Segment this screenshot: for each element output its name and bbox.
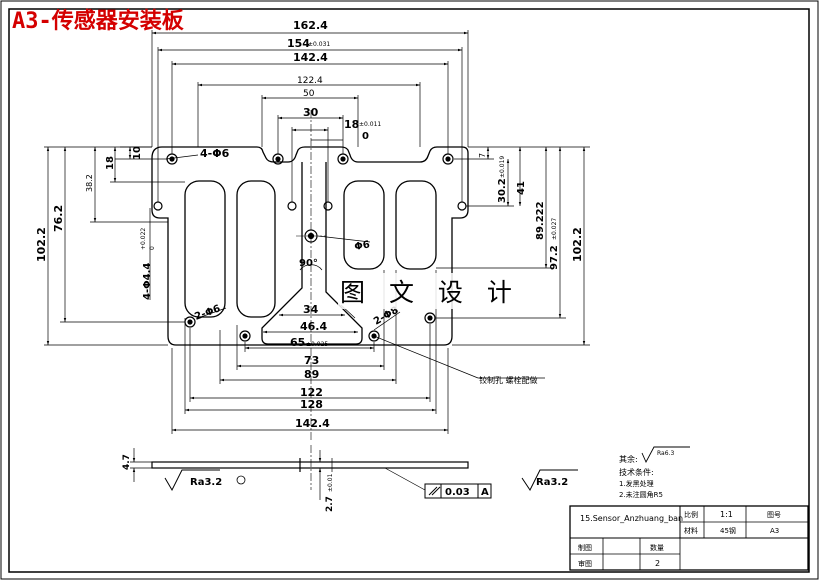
dim-10-left: 10: [132, 146, 143, 160]
dim-89: 89: [304, 368, 319, 381]
roughness-right: Ra3.2: [536, 477, 568, 488]
scale-value: 1:1: [720, 510, 733, 519]
dim-7-right: 7: [478, 153, 487, 158]
dim-angle-90: 90°: [299, 258, 318, 269]
plan-view: [151, 110, 469, 440]
dim-2-phi6: 2-Φ6: [193, 303, 222, 322]
title-block-text: 15.Sensor_Anzhuang_ban 比例 1:1 图号 材料 45钢 …: [578, 510, 781, 568]
watermark-text: 图 文 设 计: [338, 273, 522, 309]
dimension-texts: 162.4 154 ±0.031 142.4 122.4 50 30 18 ±0…: [35, 19, 584, 512]
drawing-no-label: 图号: [767, 511, 781, 519]
dim-89-222: 89.222: [535, 201, 546, 240]
dim-18: 18: [344, 118, 359, 131]
inner-border: [8, 8, 810, 573]
title-block: [569, 505, 809, 571]
dim-0: 0: [362, 131, 369, 142]
dim-102-2-right: 102.2: [571, 227, 584, 262]
side-plate: [151, 461, 469, 469]
dim-30-2-right: 30.2: [497, 178, 508, 203]
dim-38-2-left: 38.2: [85, 174, 94, 192]
qty-label: 数量: [650, 543, 664, 552]
slot-1: [184, 180, 226, 318]
dim-34: 34: [303, 303, 319, 316]
dim-65-tol: ±0.025: [306, 341, 328, 348]
technical-notes: 其余: Ra6.3 技术条件: 1.发黑处理 2.未注圆角R5: [619, 450, 674, 499]
dim-128: 128: [300, 398, 323, 411]
dim-hole-left-tol: +0.022: [140, 228, 147, 250]
dim-18-tol: ±0.011: [359, 121, 381, 128]
scale-label: 比例: [684, 510, 698, 519]
datum-label: A: [481, 487, 489, 498]
tech-title: 技术条件:: [619, 467, 654, 477]
dim-142-4-top: 142.4: [293, 51, 328, 64]
dim-41-right: 41: [516, 181, 527, 195]
dim-30: 30: [303, 106, 319, 119]
dim-hole-top: 4-Φ6: [200, 147, 230, 160]
center-cutout: [261, 162, 363, 345]
slot-4: [395, 180, 437, 270]
slot-2: [236, 180, 276, 318]
dim-162-4: 162.4: [293, 19, 328, 32]
dim-2-7-tol: ±0.01: [327, 473, 334, 492]
plate-outline: [151, 146, 469, 346]
size-value: A3: [770, 527, 779, 535]
dim-18-left: 18: [105, 156, 116, 170]
dim-65: 65: [290, 336, 305, 349]
dim-102-2-left: 102.2: [35, 227, 48, 262]
dim-4-7: 4.7: [122, 454, 132, 470]
dim-2-7: 2.7: [325, 496, 335, 512]
rest-roughness-symbol: [641, 446, 690, 464]
dim-center-phi6: Φ6: [354, 239, 371, 253]
material-label: 材料: [684, 526, 698, 535]
parallel-tolerance: 0.03: [445, 487, 470, 498]
dim-hole-left-tol2: 0: [149, 246, 156, 250]
drawing-title: A3-传感器安装板: [12, 9, 184, 34]
dim-46-4: 46.4: [300, 320, 327, 333]
holes: [153, 153, 467, 342]
dim-142-4-bottom: 142.4: [295, 417, 330, 430]
part-name: 15.Sensor_Anzhuang_ban: [580, 514, 683, 523]
checked-label: 审图: [578, 559, 592, 568]
material-value: 45钢: [720, 526, 736, 535]
tolerance-frame: [424, 483, 492, 499]
dim-73: 73: [304, 354, 319, 367]
side-view: [130, 445, 578, 500]
dim-hole-left: 4-Φ4.4: [142, 263, 153, 300]
dim-50: 50: [303, 89, 315, 99]
dim-122: 122: [300, 386, 323, 399]
roughness-left: Ra3.2: [190, 477, 222, 488]
dim-154-tol: ±0.031: [308, 41, 330, 48]
dim-122-4: 122.4: [297, 76, 323, 86]
rest-ra: Ra6.3: [657, 450, 674, 457]
dim-154: 154: [287, 37, 310, 50]
qty-value: 2: [655, 559, 660, 568]
dimension-lines: [44, 30, 590, 434]
slot-3: [343, 180, 385, 270]
dim-76-2-left: 76.2: [52, 205, 65, 232]
dim-30-2-tol: ±0.019: [499, 156, 506, 178]
drawn-label: 制图: [578, 543, 592, 552]
rest-label: 其余:: [619, 454, 638, 464]
tech-2: 2.未注圆角R5: [619, 490, 663, 499]
dim-97-2-tol: ±0.027: [551, 218, 558, 240]
tech-1: 1.发黑处理: [619, 479, 654, 488]
leader-note: 铰制孔 螺栓配做: [479, 375, 538, 385]
dim-97-2: 97.2: [549, 245, 560, 270]
